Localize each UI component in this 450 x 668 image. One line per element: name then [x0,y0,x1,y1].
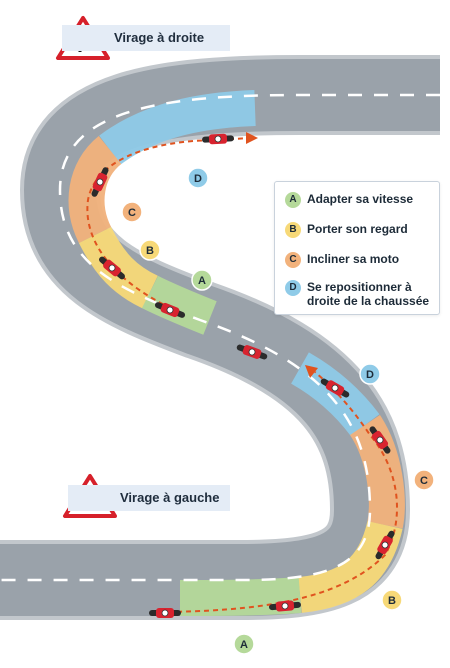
zone-c-bottom [349,415,405,529]
zone-a-top [141,275,217,335]
zone-a-bottom [179,577,302,616]
zone-badge-d-top: D [187,167,209,189]
motorbike-4 [154,302,186,318]
zone-badge-a-top: A [191,269,213,291]
motorbike-5 [236,344,268,360]
zone-badge-b-top-letter: B [146,245,154,257]
legend-badge-a: A [285,192,301,208]
zone-badge-a-bottom-letter: A [240,639,248,651]
legend-badge-c: C [285,252,301,268]
motorbike-10 [149,608,181,618]
zone-badge-c-bottom-letter: C [420,475,428,487]
trajectory-arrow-bottom [305,365,318,378]
motorbike-2 [91,167,109,197]
motorbike-1 [202,133,234,145]
motorbike-7 [369,426,391,454]
zone-badge-a-top-letter: A [198,275,206,287]
zone-badge-b-bottom: B [381,589,403,611]
zone-d-top [99,90,256,165]
trajectory-arrow-top [246,132,258,144]
zone-badge-b-bottom-letter: B [388,595,396,607]
legend-text-c: Incliner sa moto [307,252,400,266]
legend-item-d: D Se repositionner à droite de la chauss… [285,280,439,308]
zone-badge-a-bottom: A [233,633,255,655]
right-curve-sign-label: Virage à droite [62,25,230,51]
legend-badge-b: B [285,222,301,238]
zone-badge-d-bottom-letter: D [366,369,374,381]
legend-badge-d: D [285,280,301,296]
zone-badge-b-top: B [139,239,161,261]
zone-badge-c-top-letter: C [128,207,136,219]
legend: A Adapter sa vitesse B Porter son regard… [274,181,440,315]
legend-item-a: A Adapter sa vitesse [285,192,439,208]
legend-item-b: B Porter son regard [285,222,439,238]
legend-item-c: C Incliner sa moto [285,252,439,268]
zone-b-bottom [297,520,403,613]
trajectory-top [86,139,221,311]
motorbike-8 [375,530,395,560]
zone-badge-c-bottom: C [413,469,435,491]
motorbike-6 [320,378,350,398]
legend-text-a: Adapter sa vitesse [307,192,414,206]
legend-text-d: Se repositionner à droite de la chaussée [307,280,430,308]
legend-text-b: Porter son regard [307,222,408,236]
zone-badge-c-top: C [121,201,143,223]
motorbike-3 [99,256,125,280]
zone-badge-d-top-letter: D [194,173,202,185]
zone-badge-d-bottom: D [359,363,381,385]
motorbike-9 [269,600,301,612]
lane-marking [0,93,440,582]
left-curve-sign-label: Virage à gauche [68,485,230,511]
zone-c-top [68,135,123,244]
